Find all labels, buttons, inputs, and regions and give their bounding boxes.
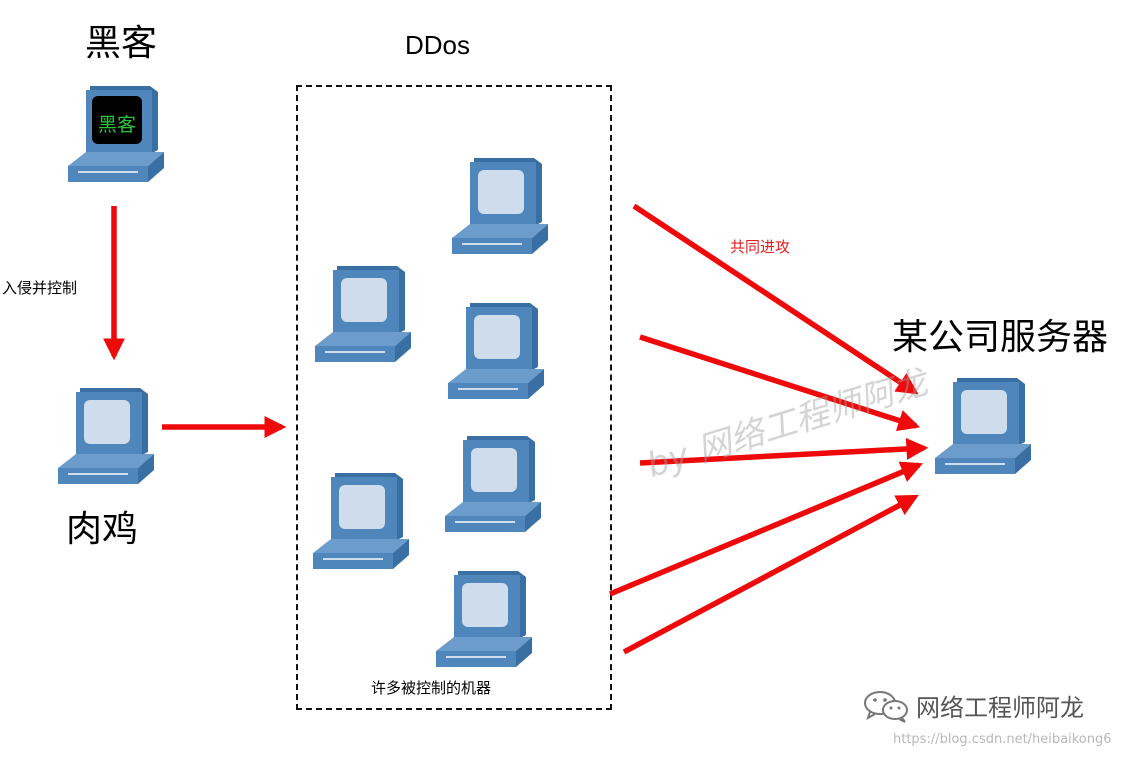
wechat-icon — [864, 690, 908, 723]
controlled-computer-icon — [315, 264, 415, 364]
server-label: 某公司服务器 — [892, 317, 1109, 358]
arrow-attack — [632, 203, 919, 395]
arrow-attack — [639, 334, 921, 432]
hacker-computer-icon — [68, 84, 168, 184]
hacker-label: 黑客 — [85, 23, 158, 64]
attack-edge-label: 共同进攻 — [730, 238, 791, 256]
zombie-computer-icon — [58, 386, 158, 486]
controlled-computer-icon — [436, 569, 536, 669]
controlled-computer-icon — [313, 471, 413, 571]
intrude-edge-label: 入侵并控制 — [2, 279, 78, 297]
source-url: https://blog.csdn.net/heibaikong6 — [893, 732, 1112, 747]
arrow-attack — [639, 437, 929, 466]
arrow-attack — [622, 494, 919, 655]
server-computer-icon — [935, 376, 1035, 476]
hacker-screen-text: 黑客 — [98, 114, 137, 136]
brand-name: 网络工程师阿龙 — [916, 694, 1084, 722]
group-caption: 许多被控制的机器 — [371, 679, 492, 697]
brand: 网络工程师阿龙 — [862, 688, 1084, 723]
controlled-computer-icon — [452, 156, 552, 256]
controlled-computer-icon — [448, 301, 548, 401]
controlled-machines-group — [296, 85, 612, 710]
diagram-title: DDos — [405, 30, 471, 60]
zombie-label: 肉鸡 — [66, 509, 139, 550]
controlled-computer-icon — [445, 434, 545, 534]
arrow-attack — [608, 461, 924, 597]
